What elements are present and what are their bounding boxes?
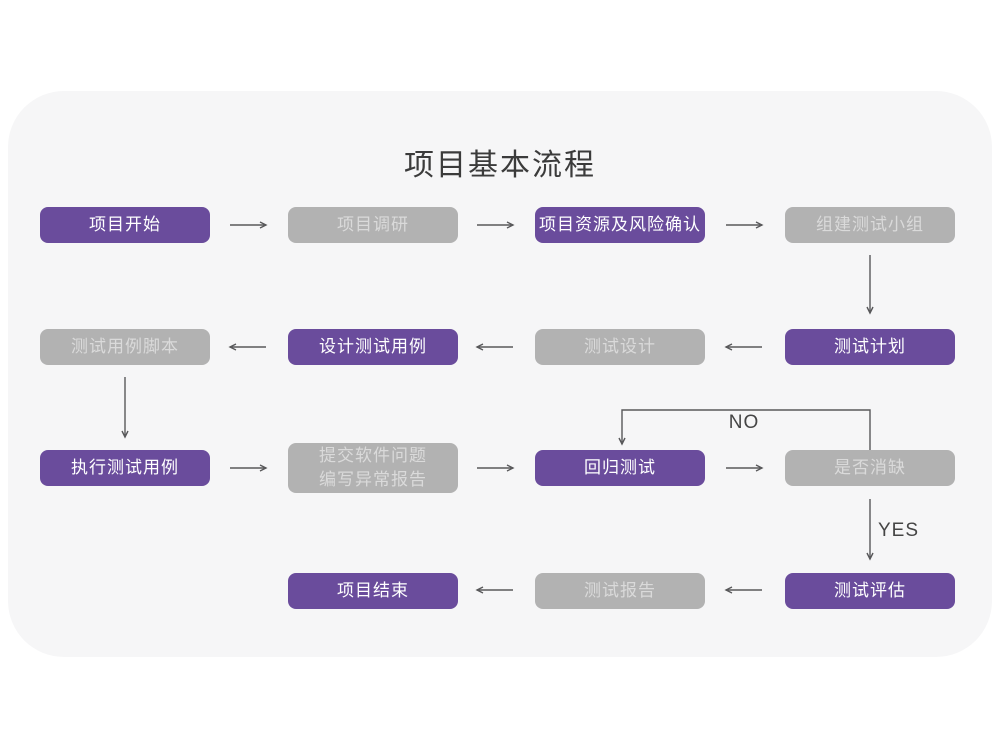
node-submit-issue-report: 提交软件问题 编写异常报告 bbox=[288, 443, 458, 493]
flowchart-card bbox=[8, 91, 992, 657]
node-test-design: 测试设计 bbox=[535, 329, 705, 365]
node-regression-test: 回归测试 bbox=[535, 450, 705, 486]
node-project-end: 项目结束 bbox=[288, 573, 458, 609]
node-test-plan: 测试计划 bbox=[785, 329, 955, 365]
node-design-test-cases: 设计测试用例 bbox=[288, 329, 458, 365]
edge-label-yes: YES bbox=[878, 520, 920, 541]
node-defect-cleared: 是否消缺 bbox=[785, 450, 955, 486]
node-project-start: 项目开始 bbox=[40, 207, 210, 243]
node-test-case-script: 测试用例脚本 bbox=[40, 329, 210, 365]
edge-label-no: NO bbox=[728, 412, 760, 433]
node-test-evaluation: 测试评估 bbox=[785, 573, 955, 609]
node-run-test-cases: 执行测试用例 bbox=[40, 450, 210, 486]
node-project-research: 项目调研 bbox=[288, 207, 458, 243]
page-title: 项目基本流程 bbox=[404, 149, 596, 182]
node-test-report: 测试报告 bbox=[535, 573, 705, 609]
node-resources-risk: 项目资源及风险确认 bbox=[535, 207, 705, 243]
node-build-test-team: 组建测试小组 bbox=[785, 207, 955, 243]
